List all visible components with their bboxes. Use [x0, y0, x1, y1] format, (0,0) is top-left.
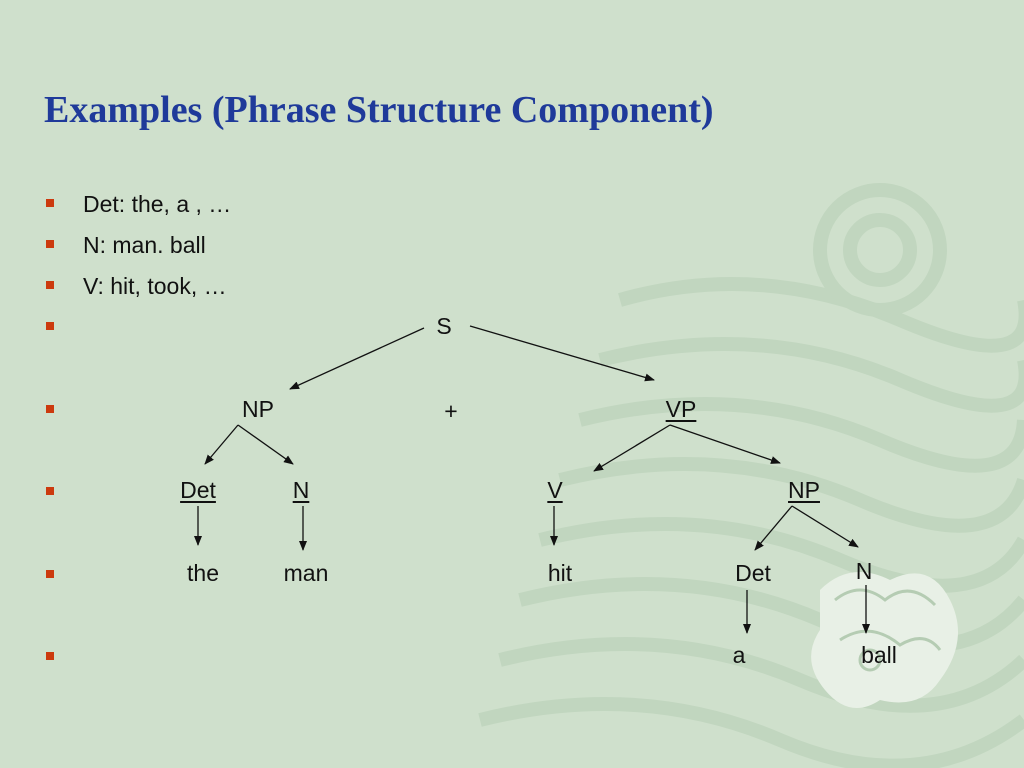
bullet-marker	[46, 281, 54, 289]
bullet-det: Det: the, a , …	[83, 191, 232, 217]
bullet-marker	[46, 322, 54, 330]
edge-np-n2	[791, 505, 859, 548]
edge-vp-v	[593, 424, 671, 472]
node-np: NP	[242, 396, 274, 422]
leaf-ball: ball	[861, 642, 897, 668]
leaf-the: the	[187, 560, 219, 586]
bullet-marker	[46, 487, 54, 495]
node-n2: N	[855, 558, 873, 584]
edge-vp-np	[669, 424, 781, 464]
bullet-marker	[46, 570, 54, 578]
leaf-a: a	[732, 642, 746, 668]
bullet-n: N: man. ball	[83, 232, 206, 258]
node-s: S	[436, 313, 452, 339]
node-np2: NP	[788, 477, 820, 503]
leaf-hit: hit	[547, 560, 573, 586]
node-v: V	[547, 477, 563, 503]
node-vp: VP	[665, 396, 697, 422]
edge-np-det2	[754, 505, 793, 551]
node-det2: Det	[735, 560, 771, 586]
bullet-marker	[46, 405, 54, 413]
node-det: Det	[180, 477, 216, 503]
edge-s-vp	[469, 325, 655, 382]
slide-title: Examples (Phrase Structure Component)	[44, 89, 714, 131]
dragon-emblem	[811, 572, 958, 708]
bullet-marker	[46, 199, 54, 207]
bullet-v: V: hit, took, …	[83, 273, 227, 299]
node-plus: +	[444, 398, 458, 424]
leaf-man: man	[283, 560, 329, 586]
bullet-marker	[46, 652, 54, 660]
edge-s-np	[289, 327, 425, 390]
bullet-marker	[46, 240, 54, 248]
node-n: N	[292, 477, 310, 503]
edge-np-det	[204, 424, 239, 465]
edge-np-n	[237, 424, 294, 465]
